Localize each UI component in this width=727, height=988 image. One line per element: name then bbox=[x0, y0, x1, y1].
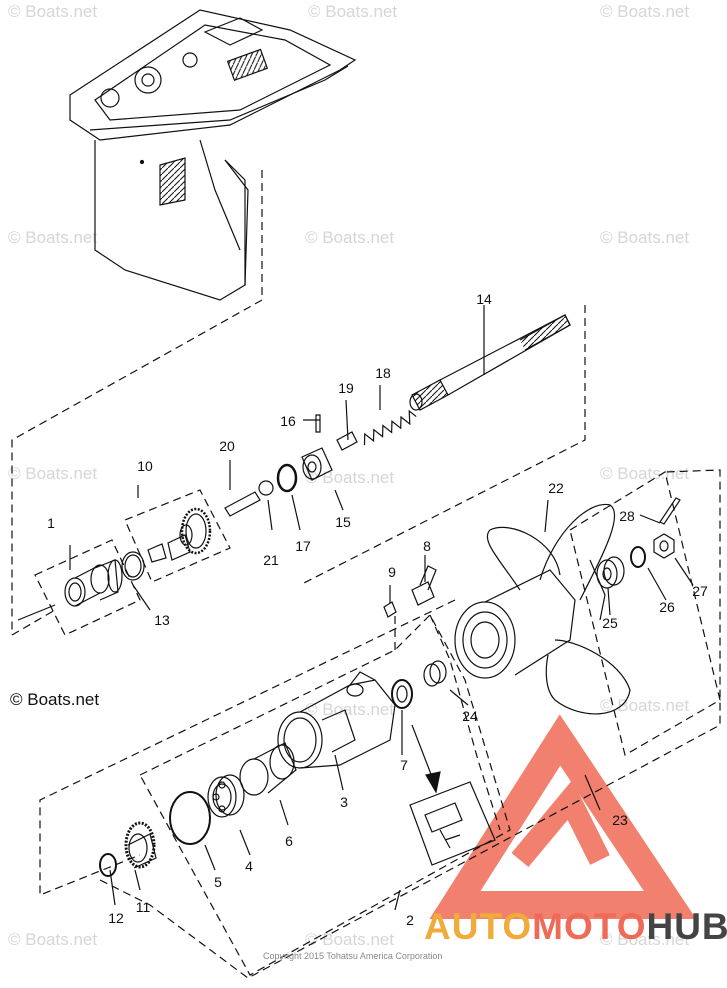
callout-4: 4 bbox=[245, 858, 253, 874]
part-clutch-15 bbox=[301, 447, 333, 481]
part-bearing-1 bbox=[64, 559, 123, 607]
part-pin-16 bbox=[315, 414, 321, 433]
callout-21: 21 bbox=[263, 552, 279, 568]
part-spring-18 bbox=[363, 409, 417, 446]
part-cotter-pin-28 bbox=[659, 497, 681, 525]
watermark: © Boats.net bbox=[600, 228, 690, 247]
part-washer-9 bbox=[383, 601, 397, 618]
watermark: © Boats.net bbox=[8, 228, 98, 247]
watermark: © Boats.net bbox=[600, 696, 690, 715]
part-o-ring-5 bbox=[169, 791, 211, 845]
part-ball-21 bbox=[258, 480, 274, 496]
callout-3: 3 bbox=[340, 794, 348, 810]
callout-18: 18 bbox=[375, 365, 391, 381]
part-propeller-22 bbox=[454, 503, 631, 715]
callout-2: 2 bbox=[406, 912, 414, 928]
callout-6: 6 bbox=[285, 833, 293, 849]
callout-8: 8 bbox=[423, 538, 431, 554]
copyright-corporation: Copyright 2015 Tohatsu America Corporati… bbox=[263, 951, 443, 961]
callout-16: 16 bbox=[280, 413, 296, 429]
part-nut-27 bbox=[653, 533, 675, 559]
watermark: © Boats.net bbox=[8, 930, 98, 949]
callout-15: 15 bbox=[335, 514, 351, 530]
part-shaft-14 bbox=[409, 314, 571, 411]
inset-detail-box bbox=[409, 781, 496, 866]
brand-part-moto: MOTO bbox=[532, 906, 647, 947]
part-ring-13 bbox=[121, 551, 145, 581]
leader-lines bbox=[17, 305, 694, 911]
callout-9: 9 bbox=[388, 564, 396, 580]
callout-12: 12 bbox=[108, 910, 124, 926]
arrow-icon bbox=[411, 724, 441, 794]
part-pin-20 bbox=[224, 491, 261, 517]
part-spacer-24 bbox=[423, 660, 447, 687]
callout-5: 5 bbox=[214, 874, 222, 890]
callout-17: 17 bbox=[295, 538, 311, 554]
brand-part-hub: HUB bbox=[646, 906, 727, 947]
callout-26: 26 bbox=[659, 599, 675, 615]
part-washer-12 bbox=[99, 853, 117, 877]
part-seal-7 bbox=[391, 679, 413, 709]
copyright-boats-net: © Boats.net bbox=[10, 690, 100, 709]
part-carrier-3 bbox=[277, 671, 396, 769]
watermark: © Boats.net bbox=[305, 228, 395, 247]
part-washer-26 bbox=[630, 546, 646, 568]
callout-1: 1 bbox=[47, 515, 55, 531]
callout-7: 7 bbox=[400, 757, 408, 773]
callout-11: 11 bbox=[135, 899, 151, 915]
callout-24: 24 bbox=[462, 708, 478, 724]
part-plunger-19 bbox=[336, 431, 358, 451]
callout-10: 10 bbox=[137, 458, 153, 474]
assembly-guide-lines bbox=[11, 170, 721, 979]
part-bushing-6 bbox=[239, 742, 297, 796]
brand-part-auto: AUTO bbox=[424, 906, 533, 947]
callout-22: 22 bbox=[548, 480, 564, 496]
part-ball-bearing-4 bbox=[207, 774, 245, 818]
watermark: © Boats.net bbox=[600, 2, 690, 21]
callout-25: 25 bbox=[602, 615, 618, 631]
watermark: © Boats.net bbox=[8, 464, 98, 483]
callout-19: 19 bbox=[338, 380, 354, 396]
callout-27: 27 bbox=[692, 583, 708, 599]
watermark: © Boats.net bbox=[600, 930, 690, 949]
part-bevel-gear-11 bbox=[124, 821, 157, 869]
callout-13: 13 bbox=[154, 612, 170, 628]
part-ring-17 bbox=[276, 463, 298, 493]
watermark: © Boats.net bbox=[308, 2, 398, 21]
brand-logo: AUTOMOTOHUB bbox=[424, 906, 727, 948]
watermark: © Boats.net bbox=[305, 700, 395, 719]
callout-14: 14 bbox=[476, 291, 492, 307]
callout-23: 23 bbox=[612, 812, 628, 828]
logo-triangle-icon bbox=[429, 714, 697, 919]
callout-28: 28 bbox=[619, 508, 635, 524]
part-bolt-8 bbox=[411, 565, 437, 606]
watermark: © Boats.net bbox=[8, 2, 98, 21]
part-gear-10 bbox=[147, 507, 212, 563]
gear-case-housing bbox=[69, 9, 357, 301]
part-holder-25 bbox=[596, 556, 625, 589]
watermark: © Boats.net bbox=[305, 930, 395, 949]
callout-20: 20 bbox=[219, 438, 235, 454]
